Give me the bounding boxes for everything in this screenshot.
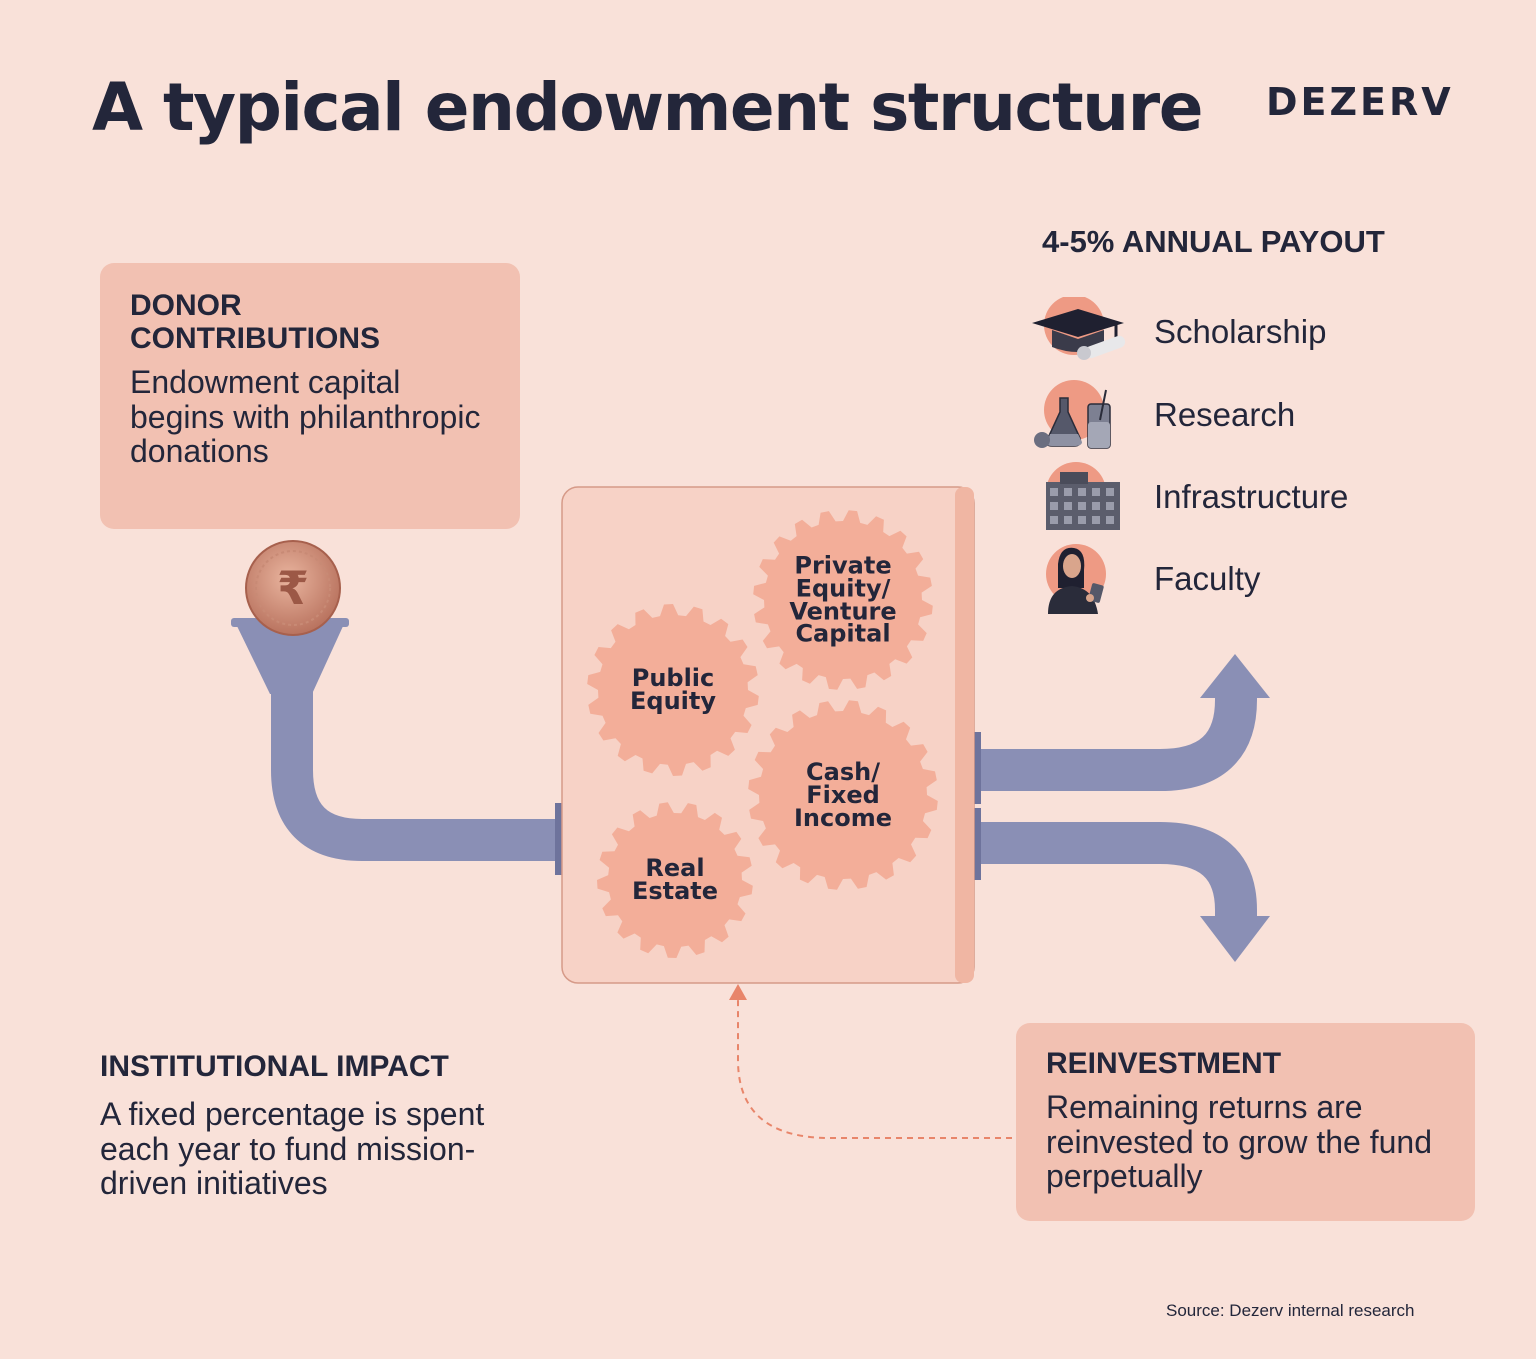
- payout-title: 4-5% ANNUAL PAYOUT: [1042, 224, 1385, 259]
- gear-label-line: Public: [631, 664, 715, 693]
- payout-arrow-up: [1200, 654, 1270, 698]
- payout-pipe-joint: [973, 732, 981, 804]
- payout-label: Scholarship: [1154, 313, 1327, 350]
- reinvestment-loop-arrowhead: [729, 984, 747, 1000]
- donor-contributions-card: DONOR CONTRIBUTIONS Endowment capital be…: [100, 263, 520, 529]
- input-pipe: [271, 690, 560, 861]
- asset-gears: [587, 510, 938, 958]
- gear-label-line: Income: [793, 803, 893, 832]
- gear-label-line: Fixed: [806, 780, 880, 809]
- payout-label: Faculty: [1154, 560, 1261, 597]
- payout-item-faculty: Faculty: [1030, 544, 1260, 614]
- payout-label: Infrastructure: [1154, 478, 1349, 515]
- gear-label-line: Venture: [789, 597, 897, 625]
- donor-heading-line1: DONOR: [130, 289, 242, 322]
- payout-item-scholarship: Scholarship: [1030, 297, 1326, 367]
- reinvest-arrow-down: [1200, 916, 1270, 962]
- reinvestment-card: REINVESTMENT Remaining returns are reinv…: [1016, 1023, 1475, 1221]
- building-icon: [1046, 462, 1120, 530]
- payout-item-research: Research: [1030, 380, 1295, 450]
- gear-label-line: Estate: [631, 877, 719, 905]
- graduation-cap-icon: [1032, 297, 1126, 360]
- gear-label-line: Equity/: [795, 574, 891, 603]
- source-note: Source: Dezerv internal research: [1166, 1301, 1415, 1320]
- impact-body: A fixed percentage is spent each year to…: [100, 1096, 485, 1202]
- institutional-impact-section: INSTITUTIONAL IMPACT A fixed percentage …: [100, 1050, 560, 1201]
- reinvestment-heading: REINVESTMENT: [1046, 1047, 1282, 1080]
- payout-pipe: [976, 692, 1257, 791]
- asset-gear-2: [748, 700, 938, 890]
- asset-gear-1: [587, 604, 759, 776]
- donor-heading-line2: CONTRIBUTIONS: [130, 322, 380, 355]
- gear-label-line: Cash/: [806, 757, 880, 786]
- payout-item-infrastructure: Infrastructure: [1030, 462, 1348, 532]
- reinvestment-loop-line: [737, 998, 1012, 1139]
- donor-body: Endowment capital begins with philanthro…: [130, 364, 481, 470]
- asset-gear-0: [753, 510, 933, 690]
- page-title: A typical endowment structure: [92, 69, 1203, 146]
- brand-logo: DEZERV: [1266, 80, 1454, 124]
- lab-flasks-icon: [1034, 380, 1111, 449]
- reinvest-pipe: [976, 822, 1257, 918]
- gear-label-line: Private: [794, 551, 892, 580]
- funnel-shape: [236, 624, 344, 694]
- asset-gear-3: [597, 802, 753, 958]
- payout-label: Research: [1154, 396, 1296, 433]
- impact-heading: INSTITUTIONAL IMPACT: [100, 1050, 449, 1083]
- gear-label-line: Capital: [795, 619, 891, 648]
- teacher-icon: [1046, 544, 1106, 614]
- reinvestment-body: Remaining returns are reinvested to grow…: [1046, 1089, 1433, 1195]
- donor-heading: DONOR CONTRIBUTIONS: [130, 289, 490, 355]
- gear-label-line: Equity: [629, 687, 717, 715]
- input-pipe-joint: [555, 803, 563, 875]
- gear-label-line: Real: [645, 854, 705, 883]
- svg-text:₹: ₹: [277, 561, 309, 615]
- reinvest-pipe-joint: [973, 808, 981, 880]
- rupee-coin-icon: ₹: [245, 540, 341, 636]
